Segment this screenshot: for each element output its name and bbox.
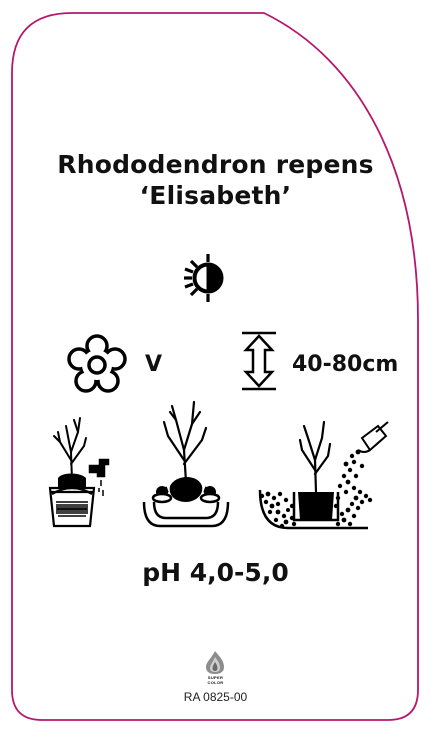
- flowering-month: V: [145, 352, 163, 377]
- brand-line-1: SUPER: [207, 675, 224, 680]
- botanical-name: Rhododendron repens: [57, 150, 374, 179]
- article-code: RA 0825-00: [183, 690, 248, 704]
- brand-line-2: COLOR: [207, 680, 224, 685]
- plant-height: 40-80cm: [292, 352, 399, 377]
- flower-icon: [67, 334, 127, 393]
- mulch-icon: [258, 420, 389, 530]
- water-bucket-icon: [48, 417, 110, 528]
- half-sun-icon: [184, 254, 224, 302]
- flame-logo-icon: [206, 651, 224, 674]
- plant-in-hole-icon: [142, 400, 230, 528]
- cultivar-name: ‘Elisabeth’: [139, 181, 292, 210]
- soil-ph: pH 4,0-5,0: [142, 558, 289, 587]
- height-arrow-icon: [242, 331, 276, 391]
